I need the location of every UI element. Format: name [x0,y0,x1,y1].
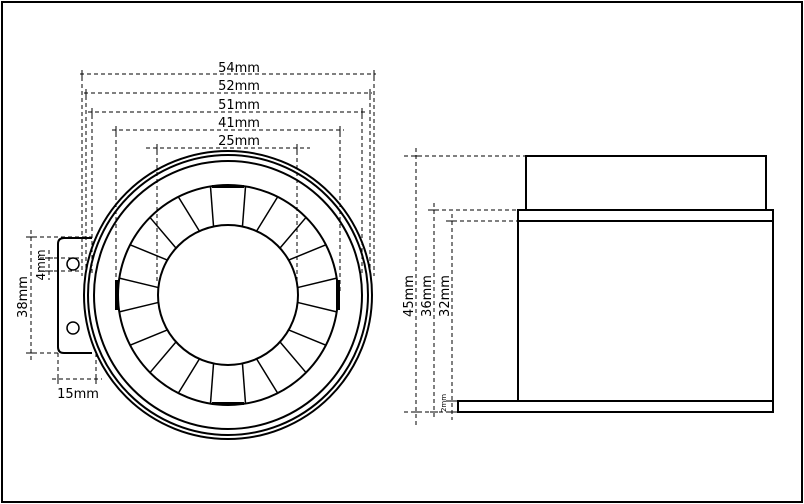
hub-25 [157,224,299,366]
label-54mm: 54mm [218,61,260,76]
clip-left [115,280,119,310]
base-plate [457,400,774,413]
label-51mm: 51mm [218,98,260,113]
blade-edge [119,301,159,313]
blade-edge [241,186,247,227]
clip-right [336,280,340,310]
blade-edge [279,216,307,249]
clip-bottom [212,402,244,405]
blade-edge [255,196,279,232]
blade-edge [129,244,168,261]
blade-edge [279,341,307,374]
blade-edge [255,358,279,394]
blade-edge [177,358,201,394]
blade-edge [149,216,177,249]
label-52mm: 52mm [218,79,260,94]
blade-edge [288,244,327,261]
mounting-hole-top [66,257,80,271]
side-view: 45mm 36mm 32mm 2mm [402,148,774,425]
label-15mm: 15mm [57,387,99,402]
mounting-tab [57,237,92,354]
blade-edge [288,329,327,346]
clip-top [212,185,244,188]
label-25mm: 25mm [218,134,260,149]
blade-edge [149,341,177,374]
blade-edge [177,196,201,232]
blade-edge [119,277,159,289]
mounting-hole-bottom [66,321,80,335]
label-38mm: 38mm [16,276,31,318]
blade-edge [241,363,247,404]
body [517,220,774,402]
label-45mm: 45mm [402,275,417,317]
outer-ring-52 [87,154,369,436]
front-view: 54mm 52mm 51mm 41mm 25mm 38mm 4mm 15mm [16,61,376,440]
rim [517,209,774,222]
label-2mm: 2mm [440,394,448,412]
label-4mm: 4mm [34,249,48,280]
blade-edge [129,329,168,346]
outer-ring-54 [83,150,373,440]
blade-edge [209,363,215,404]
blade-edge [209,186,215,227]
top-cap [525,155,767,211]
blade-edge [297,301,337,313]
blade-edge [297,277,337,289]
fan-blades [119,186,337,404]
label-36mm: 36mm [420,275,435,317]
outer-ring-51 [93,160,363,430]
label-41mm: 41mm [218,116,260,131]
label-32mm: 32mm [438,275,453,317]
